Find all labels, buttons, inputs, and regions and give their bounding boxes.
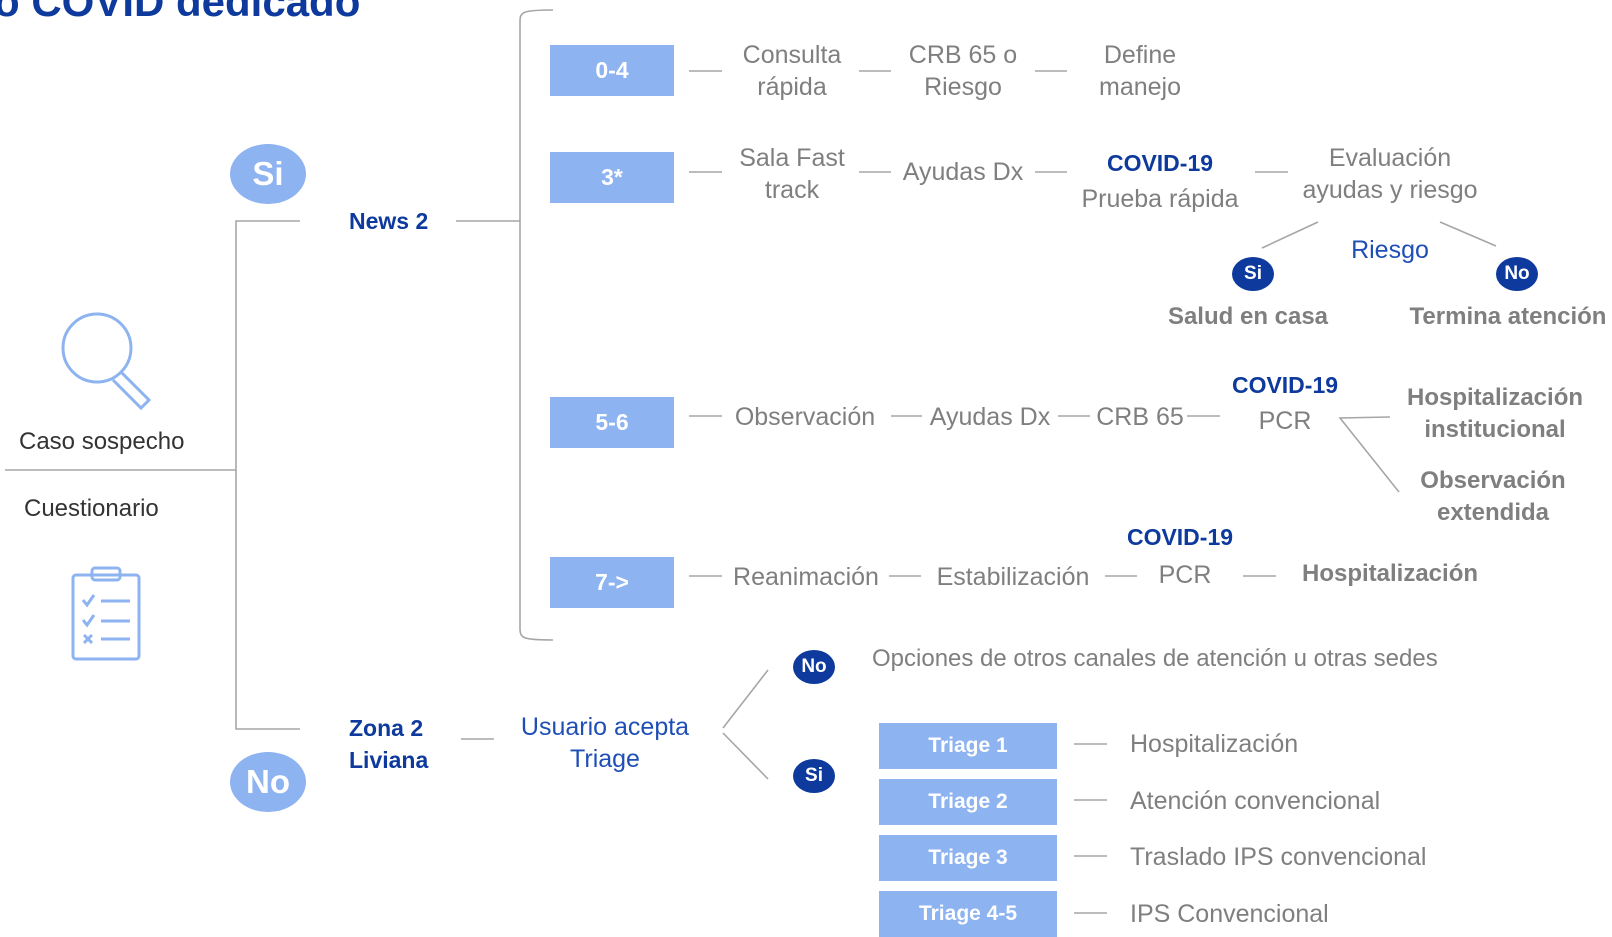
page-title: o COVID dedicado (0, 0, 361, 25)
salud-en-casa-label: Salud en casa (1167, 303, 1329, 330)
triage-3-destination: Traslado IPS convencional (1130, 843, 1427, 871)
row04-step3-line2: manejo (1099, 73, 1181, 101)
cuestionario-label: Cuestionario (24, 495, 159, 522)
usuario-acepta-line1: Usuario acepta (520, 713, 690, 741)
riesgo-no-badge: No (1496, 257, 1538, 291)
row04-step2-line1: CRB 65 o (908, 41, 1018, 69)
zona2-label-line2: Liviana (349, 747, 429, 773)
score-box-7: 7-> (550, 557, 674, 608)
no-badge: No (230, 752, 306, 812)
row3-covid-label: COVID-19 (1106, 150, 1214, 176)
observacion-extendida-line2: extendida (1436, 499, 1550, 526)
row04-step1-line2: rápida (757, 73, 827, 101)
row04-step2-line2: Riesgo (924, 73, 1002, 101)
acepta-si-badge: Si (793, 759, 835, 793)
observacion-extendida-line1: Observación (1420, 467, 1566, 494)
riesgo-label: Riesgo (1351, 236, 1429, 264)
triage-2-destination: Atención convencional (1130, 787, 1381, 815)
row56-step3: CRB 65 (1096, 403, 1184, 431)
row04-step1-line1: Consulta (742, 41, 842, 69)
zona2-label-line1: Zona 2 (349, 715, 424, 741)
news2-label: News 2 (349, 208, 429, 234)
row56-step2: Ayudas Dx (929, 403, 1051, 431)
acepta-no-badge: No (793, 650, 835, 684)
row3-step3: Prueba rápida (1081, 185, 1239, 213)
row56-step1: Observación (734, 403, 876, 431)
score-box-0-4: 0-4 (550, 45, 674, 96)
score-box-5-6: 5-6 (550, 397, 674, 448)
triage-4-5-box: Triage 4-5 (879, 891, 1057, 937)
row3-step4-line1: Evaluación (1328, 144, 1452, 172)
magnifier-icon (61, 312, 152, 411)
hospitalizacion-institucional-line2: institucional (1424, 416, 1566, 443)
checklist-icon (71, 566, 141, 661)
row56-pcr: PCR (1258, 407, 1312, 435)
otros-canales-text: Opciones de otros canales de atención u … (872, 645, 1438, 672)
row56-covid-label: COVID-19 (1231, 372, 1339, 398)
score-box-3: 3* (550, 152, 674, 203)
row3-step2: Ayudas Dx (902, 158, 1024, 186)
row3-step4-line2: ayudas y riesgo (1302, 176, 1478, 204)
row7-pcr: PCR (1158, 561, 1212, 589)
riesgo-si-badge: Si (1232, 257, 1274, 291)
row7-step2: Estabilización (936, 563, 1090, 591)
triage-4-5-destination: IPS Convencional (1130, 900, 1329, 928)
row7-step1: Reanimación (733, 563, 879, 591)
row7-hospitalizacion: Hospitalización (1301, 560, 1479, 587)
row3-step1-line2: track (764, 176, 820, 204)
row7-covid-label: COVID-19 (1126, 524, 1234, 550)
triage-3-box: Triage 3 (879, 835, 1057, 881)
termina-atencion-label: Termina atención (1409, 303, 1607, 330)
triage-1-destination: Hospitalización (1130, 730, 1299, 758)
si-badge: Si (230, 144, 306, 204)
row3-step1-line1: Sala Fast (739, 144, 845, 172)
usuario-acepta-line2: Triage (570, 745, 640, 773)
caso-sospecho-label: Caso sospecho (19, 428, 185, 455)
triage-1-box: Triage 1 (879, 723, 1057, 769)
row04-step3-line1: Define (1103, 41, 1177, 69)
hospitalizacion-institucional-line1: Hospitalización (1406, 384, 1584, 411)
triage-2-box: Triage 2 (879, 779, 1057, 825)
